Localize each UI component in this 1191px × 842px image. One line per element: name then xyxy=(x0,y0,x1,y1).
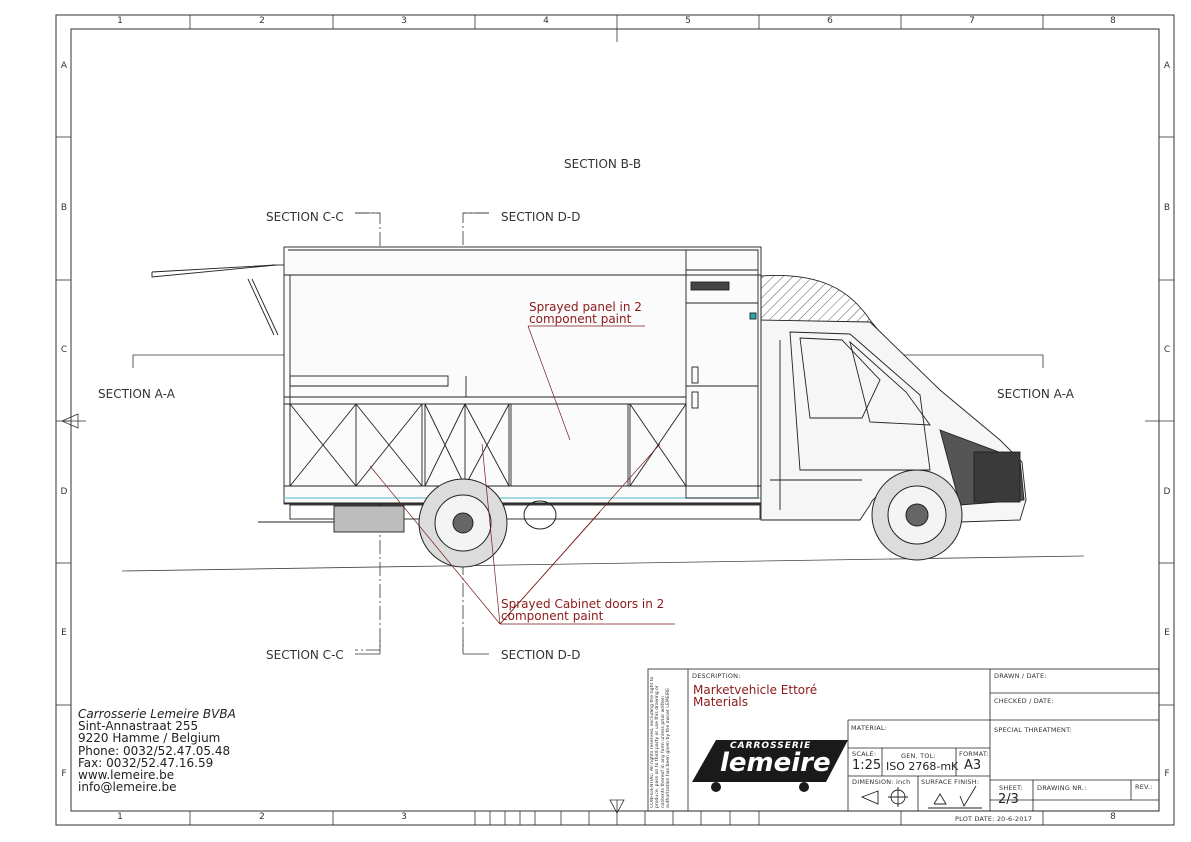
scale-value: 1:25 xyxy=(852,758,882,773)
zone-row-a-left: A xyxy=(60,61,68,71)
zone-col-3-top: 3 xyxy=(401,16,407,26)
zone-col-6-top: 6 xyxy=(827,16,833,26)
doors-paint-note-line1: Sprayed Cabinet doors in 2 xyxy=(501,597,665,611)
description-line1: Marketvehicle Ettoré xyxy=(693,683,818,697)
zone-row-d-left: D xyxy=(60,487,68,497)
company-website: www.lemeire.be xyxy=(78,768,175,783)
zone-row-f-left: F xyxy=(61,769,67,779)
doors-paint-note: Sprayed Cabinet doors in 2 component pai… xyxy=(501,598,664,622)
zone-col-2-bottom: 2 xyxy=(259,812,265,822)
zone-row-a-right: A xyxy=(1163,61,1171,71)
section-b-b-label: SECTION B-B xyxy=(564,157,642,171)
company-email: info@lemeire.be xyxy=(78,780,177,795)
zone-row-e-left: E xyxy=(61,628,67,638)
company-phone: Phone: 0032/52.47.05.48 xyxy=(78,743,231,758)
zone-row-c-left: C xyxy=(60,345,68,355)
gen-tol-label: GEN. TOL: xyxy=(901,752,936,760)
logo-carrosserie-text: CARROSSERIE xyxy=(730,741,812,751)
description-line2: Materials xyxy=(693,695,749,709)
section-d-d-bottom-label: SECTION D-D xyxy=(501,648,581,662)
zone-col-4-top: 4 xyxy=(543,16,549,26)
special-treatment-label: SPECIAL THREATMENT: xyxy=(994,726,1072,734)
zone-row-d-right: D xyxy=(1163,487,1171,497)
company-fax: Fax: 0032/52.47.16.59 xyxy=(78,755,214,770)
zone-col-5-top: 5 xyxy=(685,16,691,26)
lemeire-logo-graphic xyxy=(692,740,848,792)
doors-paint-note-line2: component paint xyxy=(501,609,604,623)
scale-label: SCALE: xyxy=(852,750,877,758)
zone-col-2-top: 2 xyxy=(259,16,265,26)
vehicle-drawing xyxy=(151,246,1027,533)
drawn-date-label: DRAWN / DATE: xyxy=(994,672,1047,680)
section-d-d-top-label: SECTION D-D xyxy=(501,210,581,224)
format-label: FORMAT: xyxy=(959,750,989,758)
zone-col-1-bottom: 1 xyxy=(117,812,123,822)
rev-label: REV.: xyxy=(1135,783,1153,791)
drawing-nr-label: DRAWING NR.: xyxy=(1037,784,1087,792)
plot-date: PLOT DATE: 20-6-2017 xyxy=(955,815,1033,823)
panel-paint-note-line2: component paint xyxy=(529,312,632,326)
zone-col-3-bottom: 3 xyxy=(401,812,407,822)
dimension-label: DIMENSION: inch xyxy=(852,778,911,786)
panel-paint-note-line1: Sprayed panel in 2 xyxy=(529,300,642,314)
sheet-value: 2/3 xyxy=(998,792,1019,807)
panel-paint-note: Sprayed panel in 2 component paint xyxy=(529,301,642,325)
surface-finish-label: SURFACE FINISH: xyxy=(921,778,980,786)
format-value: A3 xyxy=(964,758,982,773)
zone-col-8-bottom: 8 xyxy=(1110,812,1116,822)
section-c-c-bottom-label: SECTION C-C xyxy=(266,648,344,662)
company-street: Sint-Annastraat 255 xyxy=(78,719,199,734)
zone-row-c-right: C xyxy=(1163,345,1171,355)
logo-lemeire-text: lemeire xyxy=(720,748,831,778)
zone-col-7-top: 7 xyxy=(969,16,975,26)
section-a-a-left-label: SECTION A-A xyxy=(98,387,175,401)
zone-row-f-right: F xyxy=(1164,769,1170,779)
zone-row-b-left: B xyxy=(60,203,68,213)
zone-col-1-top: 1 xyxy=(117,16,123,26)
gen-tol-value: ISO 2768-mK xyxy=(886,760,959,773)
company-name: Carrosserie Lemeire BVBA xyxy=(78,707,236,721)
description-value: Marketvehicle Ettoré Materials xyxy=(693,684,817,708)
company-city: 9220 Hamme / Belgium xyxy=(78,731,221,746)
zone-row-e-right: E xyxy=(1164,628,1170,638)
section-a-a-right-label: SECTION A-A xyxy=(997,387,1074,401)
checked-date-label: CHECKED / DATE: xyxy=(994,697,1054,705)
zone-row-b-right: B xyxy=(1163,203,1171,213)
company-address: Carrosserie Lemeire BVBA Sint-Annastraat… xyxy=(78,707,236,795)
sheet-label: SHEET: xyxy=(999,784,1023,792)
description-label: DESCRIPTION: xyxy=(692,672,741,680)
material-label: MATERIAL: xyxy=(851,724,888,732)
zone-col-8-top: 8 xyxy=(1110,16,1116,26)
confidential-notice: CONFIDENTIAL: All rights reserved, exclu… xyxy=(650,676,672,808)
section-c-c-top-label: SECTION C-C xyxy=(266,210,344,224)
